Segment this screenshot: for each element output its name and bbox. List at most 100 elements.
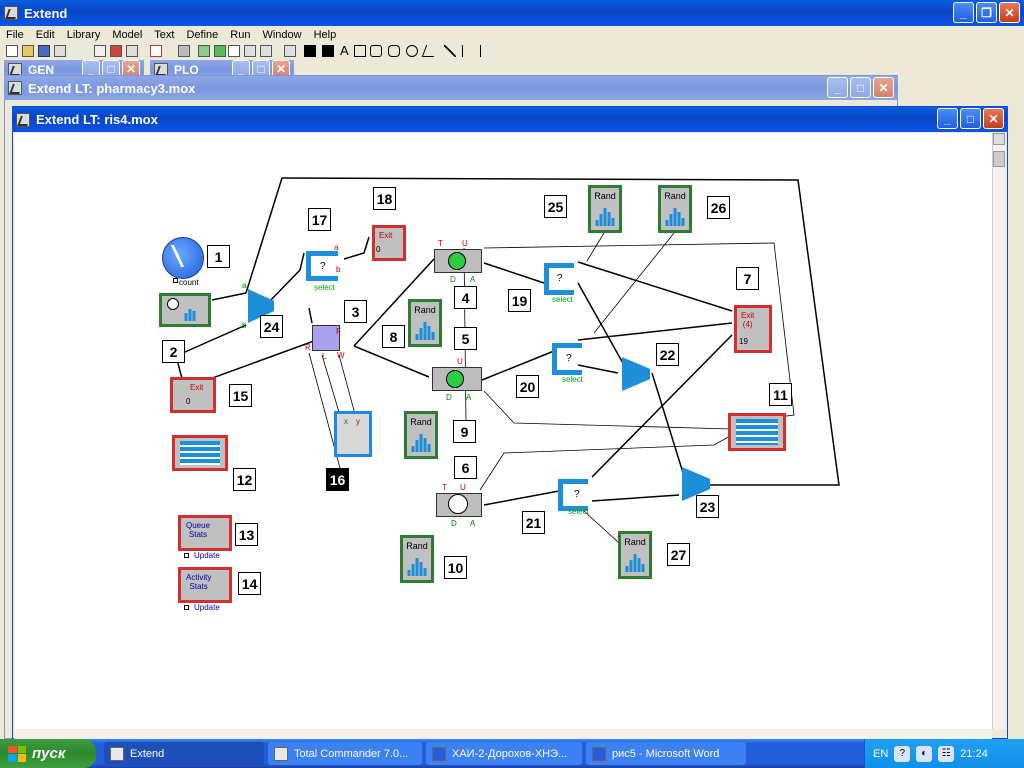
cut-icon[interactable] xyxy=(94,45,106,57)
oval-icon[interactable] xyxy=(406,45,418,57)
generator-dial-icon xyxy=(167,298,179,310)
task-extend[interactable]: Extend xyxy=(104,742,264,765)
exit-block-15[interactable] xyxy=(170,377,216,413)
vline-icon[interactable] xyxy=(480,45,492,57)
fill-pattern-icon[interactable] xyxy=(322,45,334,57)
task-total-commander[interactable]: Total Commander 7.0... xyxy=(268,742,422,765)
activity-stats-label: Activity Stats xyxy=(186,573,212,591)
rand-block-26[interactable]: Rand xyxy=(658,185,692,233)
step-icon[interactable] xyxy=(214,45,226,57)
restore-button[interactable]: ❐ xyxy=(976,2,997,23)
exit-block-7[interactable] xyxy=(734,305,772,353)
select-block-20[interactable] xyxy=(552,343,582,375)
select-19-label: select xyxy=(552,295,573,304)
text-tool-icon[interactable]: A xyxy=(340,43,349,58)
print-icon[interactable] xyxy=(54,45,66,57)
menu-define[interactable]: Define xyxy=(186,28,219,41)
pharmacy-window-bar[interactable]: Extend LT: pharmacy3.mox _ □ ✕ xyxy=(4,76,898,100)
activity-stats-block[interactable] xyxy=(178,567,232,603)
menu-edit[interactable]: Edit xyxy=(35,28,55,41)
select-block-19[interactable] xyxy=(544,263,574,295)
paste-icon[interactable] xyxy=(126,45,138,57)
scroll-up-arrow[interactable] xyxy=(993,133,1005,145)
save-icon[interactable] xyxy=(38,45,50,57)
extend-task-icon xyxy=(110,746,124,761)
menu-model[interactable]: Model xyxy=(112,28,143,41)
clone-icon[interactable] xyxy=(244,45,256,57)
model-maximize-button[interactable]: □ xyxy=(960,108,981,129)
combine-24-b-label: b xyxy=(242,321,247,330)
select-20-label: select xyxy=(562,375,583,384)
activity-update-checkbox[interactable] xyxy=(184,605,189,610)
label-14: 14 xyxy=(238,572,261,595)
select-block-21[interactable] xyxy=(558,479,588,511)
label-6: 6 xyxy=(454,456,477,479)
open-icon[interactable] xyxy=(22,45,34,57)
queue-update-checkbox[interactable] xyxy=(184,553,189,558)
menu-file[interactable]: File xyxy=(6,28,24,41)
queue-stats-block[interactable] xyxy=(178,515,232,551)
hand-icon[interactable] xyxy=(260,45,272,57)
close-button[interactable]: ✕ xyxy=(999,2,1020,23)
menu-help[interactable]: Help xyxy=(313,28,337,41)
count-connector[interactable] xyxy=(173,278,178,283)
app-title-bar[interactable]: Extend _ ❐ ✕ xyxy=(0,0,1024,26)
exit-block-18[interactable] xyxy=(372,225,406,261)
help-icon[interactable]: ? xyxy=(894,745,911,762)
horizontal-scrollbar[interactable] xyxy=(14,729,992,739)
copy-icon[interactable] xyxy=(110,45,122,57)
rand-block-10[interactable]: Rand xyxy=(400,535,434,583)
language-indicator[interactable]: EN xyxy=(873,747,889,760)
menu-library[interactable]: Library xyxy=(66,28,101,41)
network-icon[interactable]: ☷ xyxy=(938,745,955,762)
executive-clock-block[interactable] xyxy=(162,237,204,279)
run-icon[interactable] xyxy=(198,45,210,57)
task-word-doc-1[interactable]: ХАИ-2-Дорохов-ХНЭ... xyxy=(426,742,582,765)
menu-run[interactable]: Run xyxy=(230,28,251,41)
rand-block-27[interactable]: Rand xyxy=(618,531,652,579)
menu-text[interactable]: Text xyxy=(154,28,175,41)
model-window-bar[interactable]: Extend LT: ris4.mox _ □ ✕ xyxy=(12,107,1008,132)
pointer-icon[interactable] xyxy=(228,45,240,57)
rand-block-8[interactable]: Rand xyxy=(408,299,442,347)
label-13: 13 xyxy=(235,523,258,546)
line-icon[interactable] xyxy=(444,45,456,57)
hline-icon[interactable] xyxy=(462,45,474,57)
label-9: 9 xyxy=(453,420,476,443)
plo-close-button[interactable]: ✕ xyxy=(272,60,290,78)
rounded-rect2-icon[interactable] xyxy=(388,45,400,57)
plotter-block-16[interactable] xyxy=(334,411,372,457)
model-close-button[interactable]: ✕ xyxy=(983,108,1004,129)
model-canvas[interactable]: count a b ? a b select Exit 0 F R L W Ex… xyxy=(14,133,992,729)
activity-5-a: A xyxy=(466,393,472,402)
activity-4-t: T xyxy=(438,239,443,248)
pharmacy-maximize-button[interactable]: □ xyxy=(850,77,871,98)
pharmacy-minimize-button[interactable]: _ xyxy=(827,77,848,98)
queue-block-3[interactable] xyxy=(312,325,340,351)
new-icon[interactable] xyxy=(6,45,18,57)
combine-24-a-label: a xyxy=(242,281,247,290)
undo-icon[interactable] xyxy=(150,45,162,57)
polygon-icon[interactable] xyxy=(421,45,439,57)
scroll-thumb[interactable] xyxy=(993,151,1005,167)
rounded-rect-icon[interactable] xyxy=(370,45,382,57)
exit-15-count: 0 xyxy=(186,397,191,406)
vertical-scrollbar[interactable] xyxy=(992,133,1006,729)
library-icon[interactable] xyxy=(178,45,190,57)
rectangle-icon[interactable] xyxy=(354,45,366,57)
gen-window-title: GEN xyxy=(28,63,55,77)
volume-icon[interactable]: ◐ xyxy=(916,745,933,762)
pharmacy-close-button[interactable]: ✕ xyxy=(873,77,894,98)
label-8: 8 xyxy=(382,325,405,348)
minimize-button[interactable]: _ xyxy=(953,2,974,23)
generator-block[interactable] xyxy=(159,293,211,327)
start-button[interactable]: пуск xyxy=(0,739,96,768)
select-block-17[interactable] xyxy=(306,251,338,281)
model-minimize-button[interactable]: _ xyxy=(937,108,958,129)
rand-block-25[interactable]: Rand xyxy=(588,185,622,233)
connector-icon[interactable] xyxy=(284,45,296,57)
menu-window[interactable]: Window xyxy=(262,28,302,41)
task-word-doc-2[interactable]: рис5 - Microsoft Word xyxy=(586,742,746,765)
rand-block-9[interactable]: Rand xyxy=(404,411,438,459)
fill-black-icon[interactable] xyxy=(304,45,316,57)
